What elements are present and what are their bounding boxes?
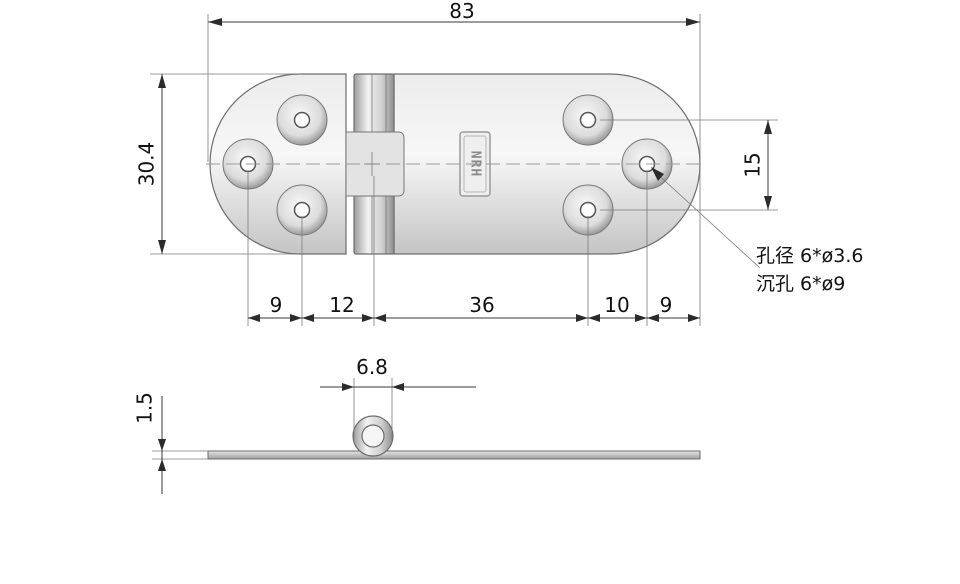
dim-height: 30.4	[135, 142, 159, 187]
dim-hole-spacing: 15	[741, 152, 765, 177]
dim-seg-5: 9	[660, 293, 673, 317]
dim-seg-2: 12	[329, 293, 354, 317]
hole-note: 孔径 6*ø3.6 沉孔 6*ø9	[651, 167, 863, 295]
dim-knuckle-width: 6.8	[356, 355, 388, 379]
dim-thickness: 1.5	[133, 392, 157, 424]
dim-seg-1: 9	[270, 293, 283, 317]
left-holes	[222, 94, 328, 236]
hinge-top-view: NRH	[206, 73, 706, 255]
dim-seg-4: 10	[604, 293, 629, 317]
top-dimensions: 83 30.4 15 9 12 36 10	[135, 0, 778, 326]
side-plate	[207, 450, 701, 460]
note-hole-diameter: 孔径 6*ø3.6	[756, 245, 863, 267]
note-countersink: 沉孔 6*ø9	[756, 273, 845, 295]
side-knuckle-inner	[361, 424, 385, 448]
hinge-side-view: 6.8 1.5	[133, 355, 701, 494]
dim-overall-length: 83	[449, 0, 474, 23]
dim-seg-3: 36	[469, 293, 494, 317]
